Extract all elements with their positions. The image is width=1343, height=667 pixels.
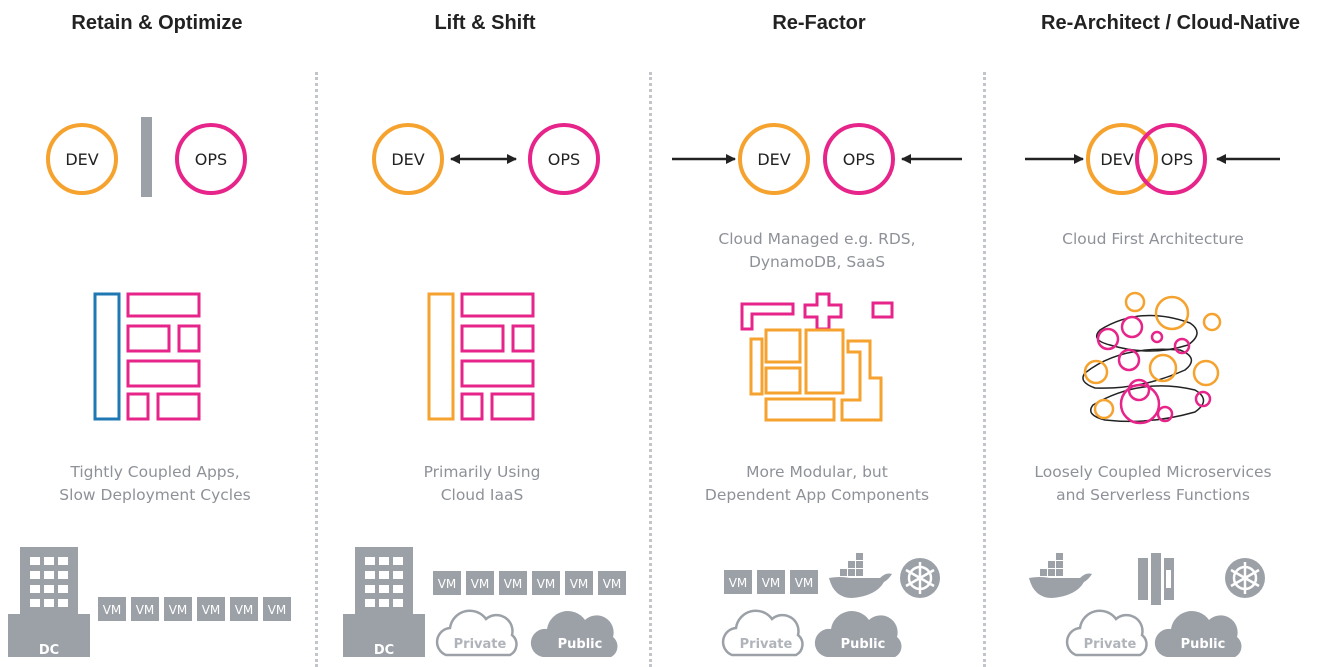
subcaption-rearchitect: Cloud First Architecture — [988, 228, 1318, 251]
cloud-icon: Private — [1065, 609, 1148, 657]
monolith-blocks-retain — [93, 292, 201, 421]
cloud-icon: Public — [530, 611, 618, 657]
caption-line: Primarily Using — [423, 463, 541, 481]
microservices-bubbles — [1082, 291, 1222, 425]
svg-text:VM: VM — [504, 577, 523, 591]
caption-line: Slow Deployment Cycles — [59, 486, 251, 504]
svg-text:VM: VM — [235, 603, 254, 617]
dev-ops-retain: DEV OPS — [46, 117, 247, 197]
caption-lift-shift: Primarily Using Cloud IaaS — [317, 461, 647, 507]
vm-row: VM VM VM VM VM VM — [433, 571, 626, 595]
svg-text:VM: VM — [268, 603, 287, 617]
caption-line: Dependent App Components — [704, 486, 930, 504]
caption-rearchitect: Loosely Coupled Microservices and Server… — [988, 461, 1318, 507]
cloud-icon: Public — [1154, 611, 1242, 657]
dev-label: DEV — [65, 150, 98, 169]
vm-row: VM VM VM VM VM VM — [98, 597, 291, 621]
svg-text:VM: VM — [202, 603, 221, 617]
infra-refactor: VM VM VM Private — [721, 553, 940, 657]
building-icon: DC — [8, 547, 90, 658]
caption-refactor: More Modular, but Dependent App Componen… — [652, 461, 982, 507]
svg-text:VM: VM — [570, 577, 589, 591]
private-cloud-label: Private — [1084, 637, 1137, 652]
ops-label: OPS — [195, 150, 227, 169]
ops-circle — [175, 123, 247, 195]
monolith-blocks-lift — [427, 292, 535, 421]
caption-line: More Modular, but — [746, 463, 888, 481]
dev-ops-lift: DEV OPS — [372, 123, 600, 195]
subcaption-line: DynamoDB, SaaS — [748, 253, 886, 271]
subcaption-refactor: Cloud Managed e.g. RDS, DynamoDB, SaaS — [652, 228, 982, 274]
caption-line: Cloud IaaS — [440, 486, 524, 504]
column-divider — [983, 72, 986, 667]
modular-blocks-refactor — [740, 292, 894, 422]
dev-circle — [46, 123, 118, 195]
subcaption-line: Cloud First Architecture — [1062, 230, 1244, 248]
private-cloud-label: Private — [454, 637, 507, 652]
caption-line: and Serverless Functions — [1056, 486, 1250, 504]
ops-label: OPS — [1161, 150, 1193, 169]
subcaption-line: Cloud Managed e.g. RDS, — [718, 230, 916, 248]
caption-retain: Tightly Coupled Apps, Slow Deployment Cy… — [0, 461, 320, 507]
infra-rearchitect: Private Public — [1029, 553, 1265, 657]
infra-retain: DC VM VM VM VM VM VM — [8, 547, 291, 658]
ops-label: OPS — [843, 150, 875, 169]
svg-text:VM: VM — [169, 603, 188, 617]
svg-text:VM: VM — [603, 577, 622, 591]
svg-text:VM: VM — [103, 603, 122, 617]
kubernetes-helm-icon — [900, 558, 940, 598]
building-icon: DC — [343, 547, 425, 658]
dev-label: DEV — [1100, 150, 1133, 169]
svg-text:VM: VM — [795, 576, 814, 590]
column-title-lift-shift: Lift & Shift — [434, 12, 536, 34]
dev-label: DEV — [757, 150, 790, 169]
cloud-icon: Private — [721, 609, 804, 657]
svg-text:VM: VM — [136, 603, 155, 617]
private-cloud-label: Private — [740, 637, 793, 652]
column-divider — [649, 72, 652, 667]
public-cloud-label: Public — [1181, 637, 1226, 652]
dc-label: DC — [39, 643, 59, 658]
dc-label: DC — [374, 643, 394, 658]
column-title-refactor: Re-Factor — [772, 12, 866, 34]
caption-line: Loosely Coupled Microservices — [1034, 463, 1272, 481]
docker-whale-icon — [829, 553, 892, 598]
column-title-rearchitect: Re-Architect / Cloud-Native — [1041, 12, 1300, 34]
cloud-icon: Public — [814, 611, 902, 657]
svg-text:VM: VM — [438, 577, 457, 591]
infra-lift: DC VM VM VM VM VM VM Private Public — [343, 547, 626, 658]
svg-text:VM: VM — [762, 576, 781, 590]
wall-divider — [141, 117, 152, 197]
svg-text:VM: VM — [729, 576, 748, 590]
caption-line: Tightly Coupled Apps, — [70, 463, 240, 481]
dev-ops-refactor: DEV OPS — [672, 123, 962, 195]
dev-label: DEV — [391, 150, 424, 169]
column-title-retain: Retain & Optimize — [71, 12, 243, 34]
vm-row: VM VM VM — [724, 570, 818, 594]
public-cloud-label: Public — [841, 637, 886, 652]
cloud-icon: Private — [435, 609, 518, 657]
kubernetes-helm-icon — [1225, 558, 1265, 598]
ops-label: OPS — [548, 150, 580, 169]
public-cloud-label: Public — [558, 637, 603, 652]
column-divider — [315, 72, 318, 667]
docker-whale-icon — [1029, 553, 1092, 598]
svg-text:VM: VM — [537, 577, 556, 591]
lambda-function-icon — [1138, 553, 1174, 605]
svg-text:VM: VM — [471, 577, 490, 591]
dev-ops-rearchitect: DEV OPS — [1025, 123, 1280, 195]
